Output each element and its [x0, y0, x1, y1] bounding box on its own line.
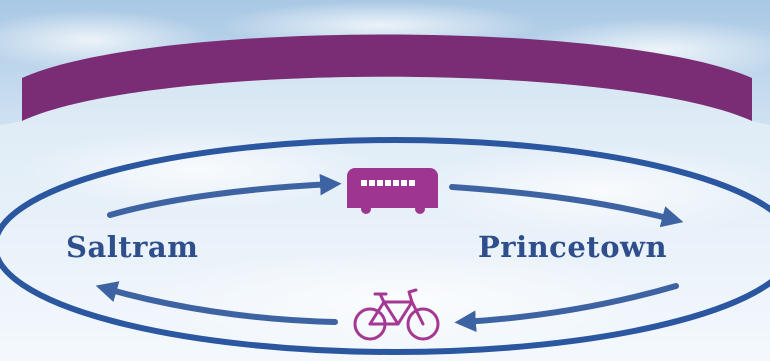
start-location-label: Saltram	[66, 233, 198, 262]
end-location-label: Princetown	[478, 233, 667, 262]
bus-icon	[347, 168, 438, 214]
